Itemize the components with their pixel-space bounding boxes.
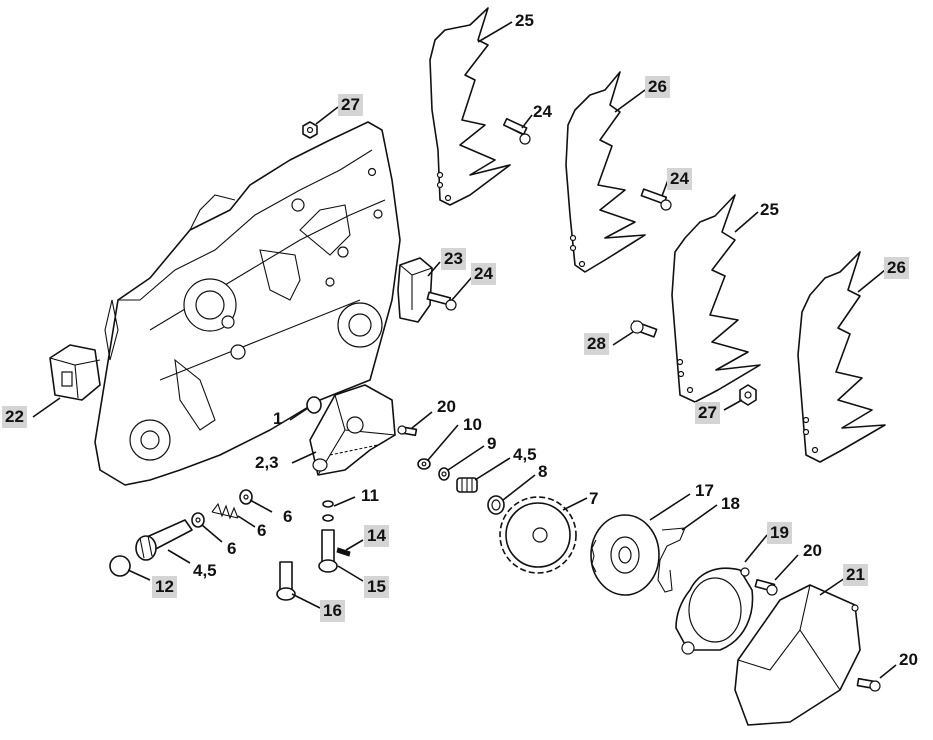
part-24-screw-b [640,188,672,211]
callout-27-top: 27 [338,94,363,116]
callout-22: 22 [2,406,27,428]
callout-21: 21 [843,564,868,586]
callout-8: 8 [538,462,548,481]
part-16-nozzle [276,561,296,601]
callout-25-bottom: 25 [760,200,779,219]
callout-24-a: 24 [533,102,552,121]
part-21-cover [734,584,861,726]
part-23-block [397,257,433,323]
part-10-washer [438,467,450,481]
part-27-nut-bottom [739,384,757,406]
callout-26-top: 26 [645,76,670,98]
callout-19: 19 [767,522,792,544]
callout-1: 1 [273,409,283,428]
part-4-5-piston [135,519,193,561]
part-8-ring [487,495,505,515]
callout-20-b: 20 [803,541,822,560]
part-17-drive-disc [590,514,660,596]
part-6-washer-a [239,489,253,505]
callout-17: 17 [695,481,714,500]
callout-9: 7 [589,489,599,508]
part-7-spring [211,502,239,520]
callout-6-a: 6 [283,507,293,526]
callout-27-bottom: 27 [695,402,720,424]
callout-2-3: 2,3 [255,453,279,472]
part-28-screw [630,320,658,338]
leader-lines [32,21,897,679]
part-19-cover-ring [675,567,754,655]
callout-24-c: 24 [471,263,496,285]
part-25-bumper-spike-bottom [671,194,761,403]
callout-7: 6 [257,521,267,540]
part-12-oring [109,555,131,577]
callout-16: 16 [320,600,345,622]
part-14-pin [336,547,351,557]
crankcase-housing [94,121,401,486]
callout-18: 18 [721,494,740,513]
part-27-nut-top [302,121,318,139]
part-24-screw-a [502,117,531,145]
callout-4-5-right: 4,5 [513,445,537,464]
part-26-bumper-spike-top [565,71,646,273]
callout-14: 14 [364,525,389,547]
part-15-fitting [318,529,338,573]
part-1-oring [306,396,322,414]
callout-23: 23 [441,248,466,270]
part-20-screw-b [754,578,778,596]
callout-12: 12 [152,576,177,598]
callout-25-top: 25 [515,11,534,30]
part-25-bumper-spike-top [429,7,511,206]
callout-20-a: 20 [437,397,456,416]
part-11-washer [417,458,431,470]
callout-6-b: 6 [227,539,237,558]
part-2-3-oil-pump-body [309,384,396,476]
part-4-5-valve [456,477,478,493]
callout-10: 9 [487,434,497,453]
part-6-washer-b [191,512,205,528]
part-22-clip [49,344,101,401]
callout-26-bottom: 26 [884,257,909,279]
callout-4-5-left: 4,5 [193,561,217,580]
part-18-spring-clip [657,527,686,593]
callout-13: 11 [361,486,379,505]
callout-11: 10 [463,415,482,434]
part-20-screw-a [397,425,418,437]
callout-24-b: 24 [667,168,692,190]
part-20-screw-c [856,677,881,692]
part-26-bumper-spike-bottom [797,251,886,463]
part-9-worm-gear [499,496,577,574]
part-13-orings [322,500,334,522]
callout-20-c: 20 [899,650,918,669]
callout-15: 15 [364,576,389,598]
part-24-screw-c [426,291,457,311]
callout-28: 28 [584,333,609,355]
